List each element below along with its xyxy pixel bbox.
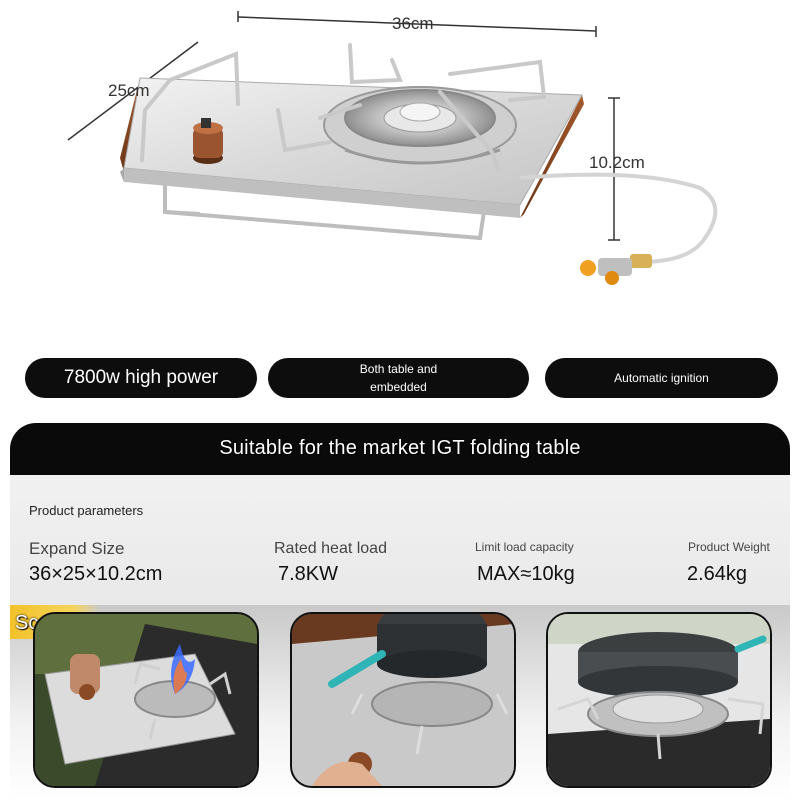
parameters-heading: Product parameters bbox=[29, 503, 144, 518]
width-dimension-label: 36cm bbox=[392, 14, 434, 33]
param-label-load-capacity: Limit load capacity bbox=[475, 540, 574, 554]
height-dimension-label: 10.2cm bbox=[589, 153, 645, 172]
feature-pill-table-embedded: Both table and embedded bbox=[268, 358, 529, 398]
feature-pill-ignition: Automatic ignition bbox=[545, 358, 778, 398]
depth-dimension-label: 25cm bbox=[108, 81, 150, 100]
banner-title: Suitable for the market IGT folding tabl… bbox=[219, 437, 581, 459]
feature-table-label-line1: Both table and bbox=[359, 362, 438, 376]
param-value-load-capacity: MAX≈10kg bbox=[477, 563, 575, 585]
parameters-panel bbox=[10, 475, 790, 605]
banner-band bbox=[10, 423, 790, 475]
feature-pill-power: 7800w high power bbox=[25, 358, 257, 398]
param-value-size: 36×25×10.2cm bbox=[29, 563, 163, 585]
height-dimension-line bbox=[608, 97, 620, 241]
param-value-heat-load: 7.8KW bbox=[278, 563, 339, 585]
stove-drawing bbox=[67, 11, 718, 285]
scene-photo-flame bbox=[33, 612, 259, 788]
feature-power-label: 7800w high power bbox=[63, 367, 219, 388]
product-illustration: 36cm 25cm 10.2cm bbox=[0, 0, 800, 350]
feature-ignition-label: Automatic ignition bbox=[614, 371, 709, 385]
param-label-weight: Product Weight bbox=[688, 540, 770, 554]
param-label-heat-load: Rated heat load bbox=[274, 540, 387, 557]
param-label-size: Expand Size bbox=[29, 539, 125, 558]
scene-photo-pot bbox=[290, 612, 516, 788]
scene-photo-pan bbox=[546, 612, 772, 788]
param-value-weight: 2.64kg bbox=[687, 563, 748, 585]
depth-dimension-line bbox=[67, 41, 199, 141]
width-dimension-line bbox=[237, 11, 597, 37]
feature-table-label-line2: embedded bbox=[370, 380, 427, 394]
